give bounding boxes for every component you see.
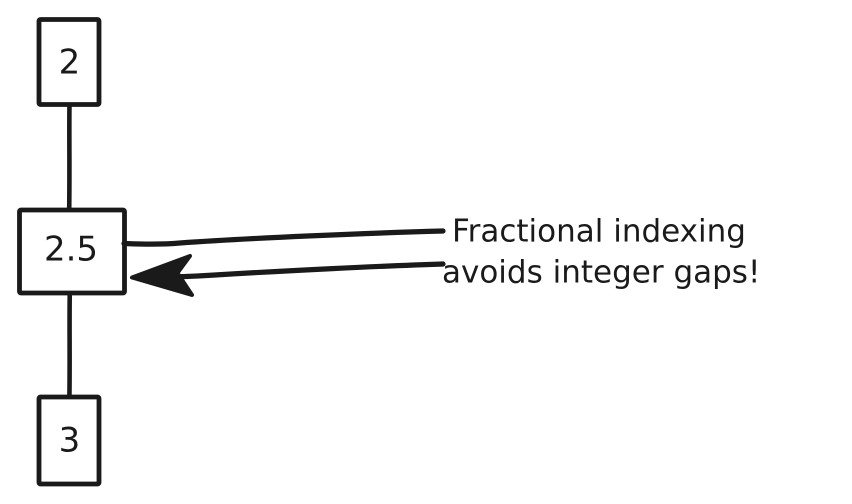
node-3-label: 3: [59, 421, 81, 461]
node-2-label: 2: [59, 43, 81, 83]
node-2-box[interactable]: [36, 17, 102, 107]
node-3-box[interactable]: [36, 394, 102, 487]
node-2-5-box[interactable]: [17, 207, 127, 296]
node-2-5-label: 2.5: [44, 230, 98, 270]
arrowhead-icon: [130, 254, 194, 297]
callout-text-line-2: avoids integer gaps!: [442, 255, 760, 291]
node-2-5[interactable]: 2.5: [17, 207, 127, 296]
node-2[interactable]: 2: [36, 17, 102, 107]
callout-annotation: Fractional indexing avoids integer gaps!: [442, 214, 760, 291]
callout-text-line-1: Fractional indexing: [452, 214, 746, 250]
callout-line-upper: [121, 228, 446, 247]
node-3[interactable]: 3: [36, 394, 102, 487]
